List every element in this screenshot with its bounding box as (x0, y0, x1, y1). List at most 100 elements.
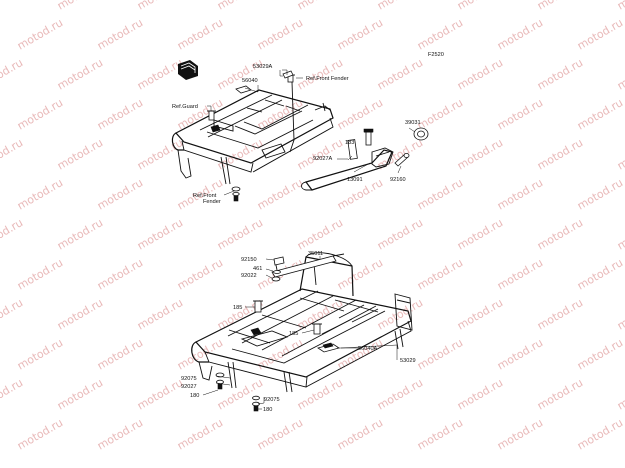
watermark-text: motod.ru (95, 16, 145, 52)
label-461: 461 (253, 266, 262, 272)
watermark-text: motod.ru (455, 376, 505, 412)
label-185-right: 185 (289, 331, 298, 337)
watermark-text: motod.ru (255, 16, 305, 52)
label-180-left: 180 (190, 393, 199, 399)
label-ref-front-fender-line1: Ref.Front (193, 193, 217, 199)
watermark-text: motod.ru (415, 176, 465, 212)
watermark-text: motod.ru (535, 0, 585, 13)
watermark-text: motod.ru (295, 136, 345, 172)
label-56040: 56040 (242, 78, 258, 84)
watermark-text: motod.ru (135, 296, 185, 332)
watermark-text: motod.ru (615, 376, 625, 412)
watermark-text: motod.ru (175, 16, 225, 52)
watermark-text: motod.ru (55, 296, 105, 332)
watermark-text: motod.ru (335, 256, 385, 292)
diagram-id: F2520 (428, 52, 444, 58)
watermark-text: motod.ru (15, 416, 65, 452)
watermark-text: motod.ru (135, 376, 185, 412)
watermark-text: motod.ru (455, 136, 505, 172)
watermark-text: motod.ru (295, 216, 345, 252)
watermark-text: motod.ru (0, 136, 25, 172)
watermark-text: motod.ru (15, 96, 65, 132)
watermark-text: motod.ru (0, 376, 25, 412)
watermark-text: motod.ru (495, 416, 545, 452)
watermark-text: motod.ru (55, 56, 105, 92)
watermark-text: motod.ru (375, 0, 425, 13)
watermark-text: motod.ru (55, 0, 105, 13)
label-92027: 92027 (181, 384, 197, 390)
watermark-text: motod.ru (0, 296, 25, 332)
watermark-text: motod.ru (215, 56, 265, 92)
watermark-text: motod.ru (535, 56, 585, 92)
watermark-text: motod.ru (295, 376, 345, 412)
label-13091: 13091 (347, 177, 363, 183)
label-ref-guard: Ref.Guard (172, 104, 198, 110)
watermark-text: motod.ru (535, 296, 585, 332)
watermark-text: motod.ru (135, 216, 185, 252)
watermark-text: motod.ru (415, 256, 465, 292)
front-carrier-drawing (171, 70, 334, 202)
watermark-text: motod.ru (495, 256, 545, 292)
watermark-text: motod.ru (415, 336, 465, 372)
watermark-text: motod.ru (295, 56, 345, 92)
watermark-text: motod.ru (535, 216, 585, 252)
label-53029: 53029 (400, 358, 416, 364)
watermark-text: motod.ru (175, 256, 225, 292)
watermark-text: motod.ru (335, 96, 385, 132)
watermark-text: motod.ru (55, 216, 105, 252)
label-39031: 39031 (405, 120, 421, 126)
label-56040A: 56040A (358, 346, 378, 352)
watermark-text: motod.ru (455, 296, 505, 332)
watermark-text: motod.ru (535, 136, 585, 172)
watermark-text: motod.ru (95, 336, 145, 372)
label-35011: 35011 (308, 251, 323, 257)
watermark-text: motod.ru (135, 56, 185, 92)
callout-labels: 53029A 56040 Ref.Front Fender Ref.Guard … (172, 64, 421, 413)
watermark-text: motod.ru (15, 16, 65, 52)
watermark-text: motod.ru (575, 416, 625, 452)
watermark-text: motod.ru (335, 416, 385, 452)
watermark-text: motod.ru (575, 256, 625, 292)
watermark-text: motod.ru (535, 376, 585, 412)
watermark-text: motod.ru (255, 336, 305, 372)
watermark-text: motod.ru (335, 16, 385, 52)
label-92160: 92160 (390, 177, 406, 183)
label-92075-right: 92075 (264, 397, 280, 403)
label-ref-front-fender-line2: Fender (203, 199, 221, 205)
label-92075-left: 92075 (181, 376, 197, 382)
label-185-left: 185 (233, 305, 242, 311)
watermark-text: motod.ru (415, 96, 465, 132)
watermark-text: motod.ru (175, 416, 225, 452)
watermark-text: motod.ru (15, 336, 65, 372)
watermark-text: motod.ru (615, 56, 625, 92)
watermark-text: motod.ru (95, 256, 145, 292)
label-180-right: 180 (263, 407, 272, 413)
watermark-text: motod.ru (0, 56, 25, 92)
watermark-text: motod.ru (455, 0, 505, 13)
watermark-text: motod.ru (95, 416, 145, 452)
watermark-text: motod.ru (135, 136, 185, 172)
watermark-text: motod.ru (255, 176, 305, 212)
watermark-text: motod.ru (95, 96, 145, 132)
label-92150: 92150 (241, 257, 257, 263)
watermark-text: motod.ru (415, 16, 465, 52)
watermark-text: motod.ru (575, 336, 625, 372)
watermark-text: motod.ru (55, 376, 105, 412)
watermark-text: motod.ru (375, 56, 425, 92)
watermark-text: motod.ru (455, 56, 505, 92)
watermark-text: motod.ru (135, 0, 185, 13)
watermark-text: motod.ru (495, 336, 545, 372)
carrier-bracket-drawing (301, 127, 429, 191)
label-183: 183 (345, 140, 354, 146)
watermark-text: motod.ru (0, 0, 25, 13)
watermark-text: motod.ru (95, 176, 145, 212)
watermark-text: motod.ru (215, 216, 265, 252)
watermark-text: motod.ru (615, 136, 625, 172)
label-92027A: 92027A (313, 156, 333, 162)
watermark-text: motod.ru (15, 176, 65, 212)
watermark-text: motod.ru (15, 256, 65, 292)
watermark-text: motod.ru (615, 0, 625, 13)
watermark-text: motod.ru (575, 16, 625, 52)
label-53029A: 53029A (253, 64, 273, 70)
watermark-text: motod.ru (495, 16, 545, 52)
